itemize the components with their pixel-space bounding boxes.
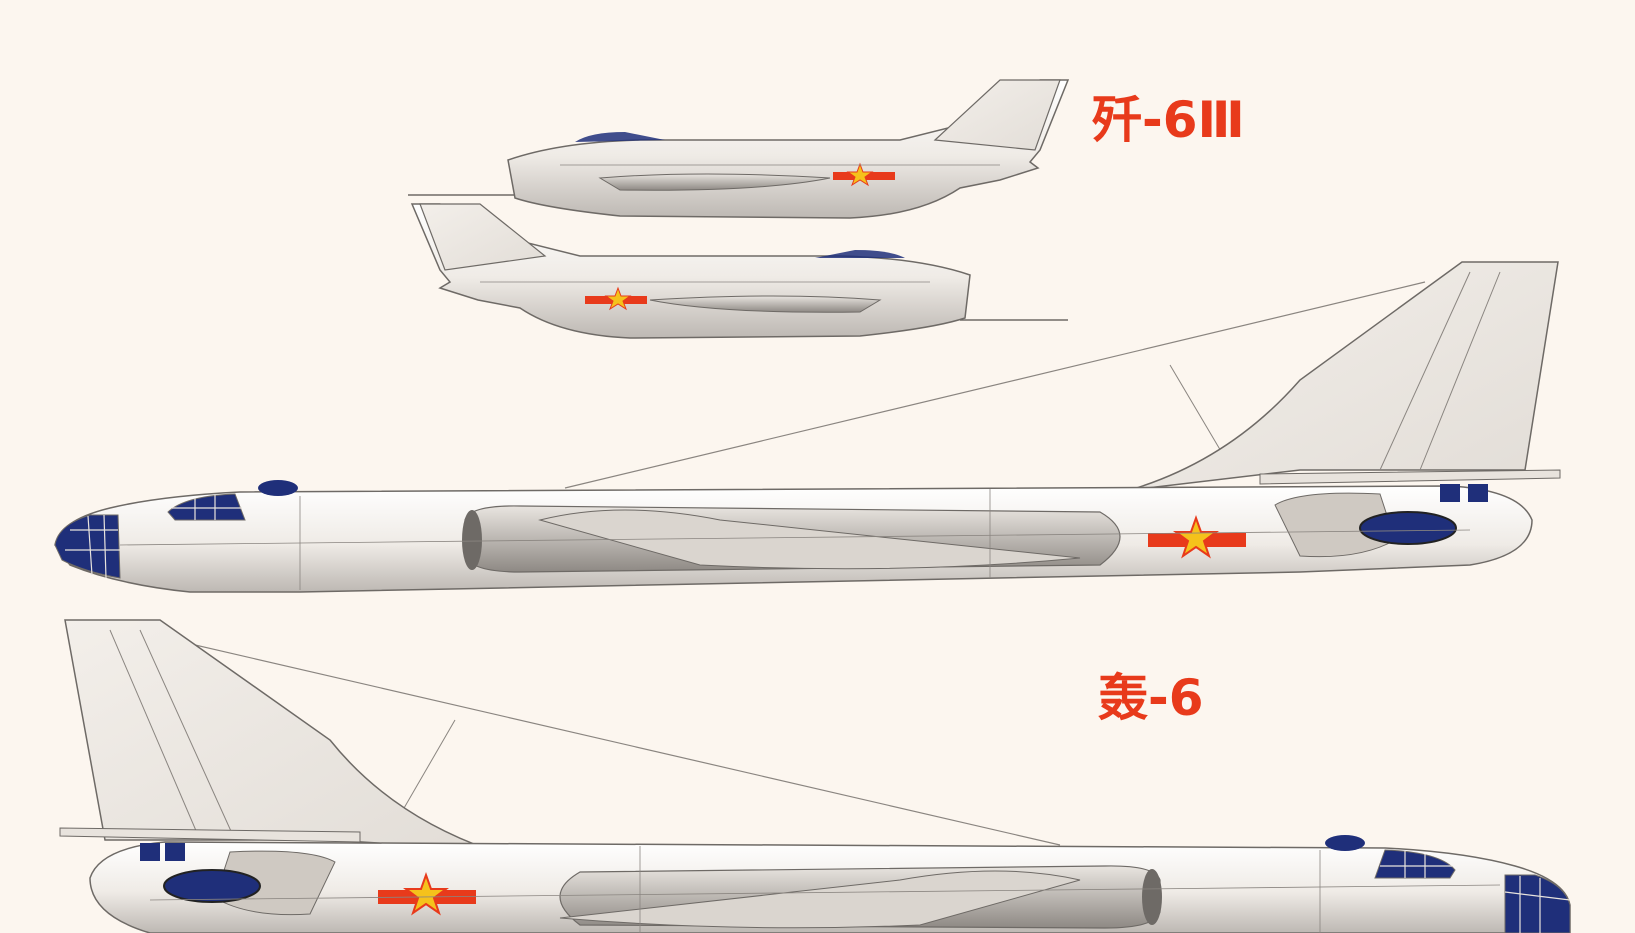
fighter-top	[408, 79, 1070, 219]
fighter-bottom	[410, 203, 1068, 339]
bomber-top	[54, 261, 1561, 593]
bomber-bottom	[59, 619, 1571, 933]
fighter-label: 歼-6Ⅲ	[1092, 91, 1245, 149]
bomber-label: 轰-6	[1098, 669, 1204, 727]
